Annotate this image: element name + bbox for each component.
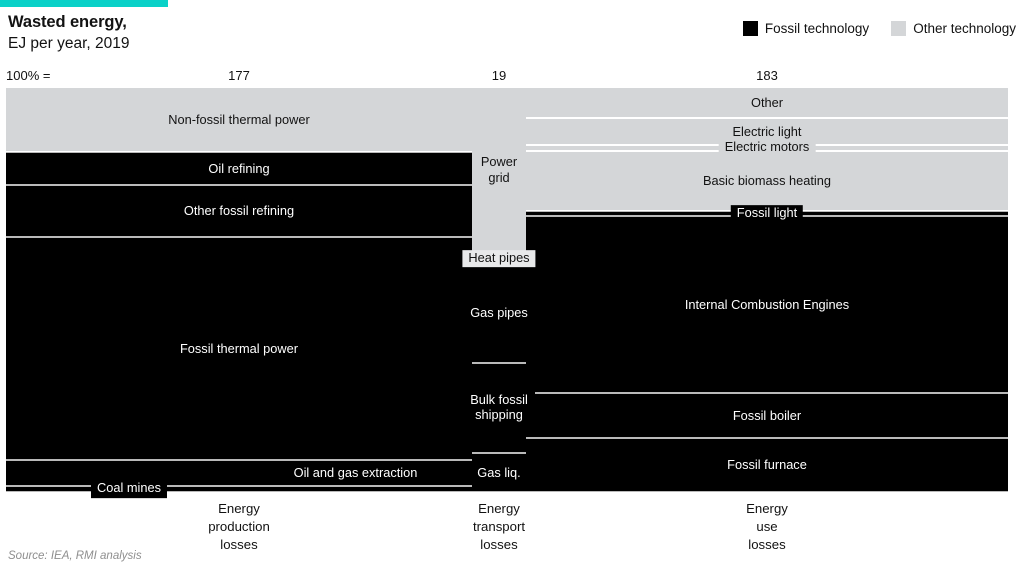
segment-power-grid[interactable]: Power grid	[472, 87, 526, 252]
legend: Fossil technology Other technology	[742, 21, 1016, 36]
column-total-use: 183	[756, 68, 778, 83]
segment-other-fossil-refining[interactable]: Other fossil refining	[6, 185, 472, 237]
source-note: Source: IEA, RMI analysis	[8, 550, 142, 562]
segment-internal-combustion-engines[interactable]: Internal Combustion Engines	[526, 216, 1008, 393]
segment-oil-refining[interactable]: Oil refining	[6, 152, 472, 185]
segment-non-fossil-thermal-power[interactable]: Non-fossil thermal power	[6, 87, 472, 152]
axis-caption-use: Energy use losses	[746, 501, 788, 552]
segment-label: Fossil thermal power	[179, 340, 299, 356]
segment-label: Power grid	[480, 154, 518, 185]
column-total-production: 177	[228, 68, 250, 83]
segment-fossil-light[interactable]: Fossil light	[526, 204, 1008, 223]
segment-label: Internal Combustion Engines	[684, 296, 850, 312]
legend-label: Other technology	[913, 21, 1016, 36]
column-total-transport: 19	[491, 68, 507, 83]
page-title: Wasted energy,	[8, 13, 127, 31]
column-energy-use-losses: Other Electric light Electric motors Bas…	[526, 87, 1008, 492]
segment-label: Fossil furnace	[727, 457, 807, 473]
legend-item-other-technology[interactable]: Other technology	[891, 21, 1016, 36]
segment-bulk-fossil-shipping[interactable]: Bulk fossil shipping	[463, 363, 535, 453]
segment-fossil-furnace[interactable]: Fossil furnace	[526, 438, 1008, 492]
segment-label: Oil refining	[208, 160, 270, 176]
segment-other[interactable]: Other	[526, 87, 1008, 118]
segment-heat-pipes[interactable]: Heat pipes	[462, 249, 536, 268]
segment-coal-mines[interactable]: Coal mines	[6, 480, 472, 498]
column-energy-production-losses: Non-fossil thermal power Oil refining Ot…	[6, 87, 472, 498]
segment-callout-label: Bulk fossil shipping	[463, 391, 535, 425]
segment-callout-label: Coal mines	[90, 480, 168, 498]
segment-callout-label: Gas pipes	[464, 305, 534, 323]
segment-callout-label: Fossil light	[730, 204, 804, 223]
segment-label: Fossil boiler	[732, 407, 802, 423]
segment-electric-motors[interactable]: Electric motors	[526, 139, 1008, 157]
segment-label: Non-fossil thermal power	[168, 111, 310, 127]
segment-label: Oil and gas extraction	[293, 465, 418, 481]
segment-basic-biomass-heating[interactable]: Basic biomass heating	[526, 151, 1008, 211]
segment-callout-label: Electric motors	[718, 139, 816, 157]
legend-label: Fossil technology	[764, 21, 870, 36]
segment-label: Electric light	[732, 123, 802, 139]
percent-basis-label: 100% =	[6, 68, 51, 83]
legend-swatch-icon	[891, 21, 907, 36]
segment-fossil-boiler[interactable]: Fossil boiler	[526, 393, 1008, 438]
segment-oil-and-gas-extraction[interactable]: Oil and gas extraction	[6, 460, 472, 486]
page-subtitle: EJ per year, 2019	[8, 35, 130, 52]
segment-callout-label: Heat pipes	[462, 249, 536, 268]
segment-label: Gas liq.	[477, 464, 521, 480]
accent-rule	[0, 0, 168, 7]
segment-label: Other fossil refining	[183, 203, 295, 219]
segment-gas-pipes[interactable]: Gas pipes	[464, 265, 534, 363]
axis-caption-transport: Energy transport losses	[472, 501, 526, 552]
axis-caption-production: Energy production losses	[208, 501, 270, 552]
segment-label: Other	[750, 94, 783, 110]
plot-area: Non-fossil thermal power Oil refining Ot…	[0, 87, 1024, 498]
segment-gas-liq[interactable]: Gas liq.	[472, 453, 526, 492]
segment-label: Basic biomass heating	[702, 173, 832, 189]
segment-fossil-thermal-power[interactable]: Fossil thermal power	[6, 237, 472, 460]
legend-item-fossil-technology[interactable]: Fossil technology	[742, 21, 870, 36]
legend-swatch-icon	[742, 21, 758, 36]
column-energy-transport-losses: Power grid Heat pipes Gas pipes Bulk fos…	[462, 87, 536, 492]
